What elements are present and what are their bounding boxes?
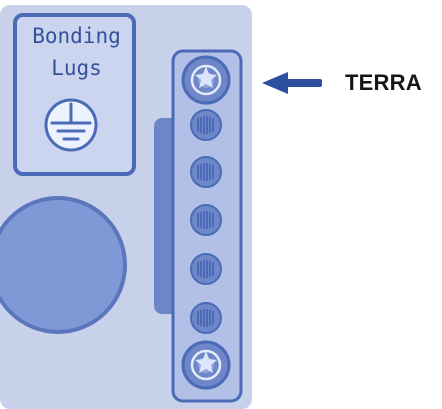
ground-icon <box>44 98 98 152</box>
bottom-terminal-lug <box>181 340 231 390</box>
panel-hole <box>0 198 125 332</box>
top-terminal-lug <box>181 55 231 105</box>
bonding-lug-1 <box>190 109 222 141</box>
bonding-lug-2 <box>190 156 222 188</box>
bonding-lug-4 <box>190 253 222 285</box>
bonding-lugs-label: Bonding Lugs <box>32 24 121 80</box>
bonding-lugs-badge <box>13 13 136 176</box>
terra-arrow-icon <box>262 72 322 94</box>
terra-label: TERRA <box>345 70 422 95</box>
bonding-lug-5 <box>190 302 222 334</box>
bonding-lug-3 <box>190 204 222 236</box>
